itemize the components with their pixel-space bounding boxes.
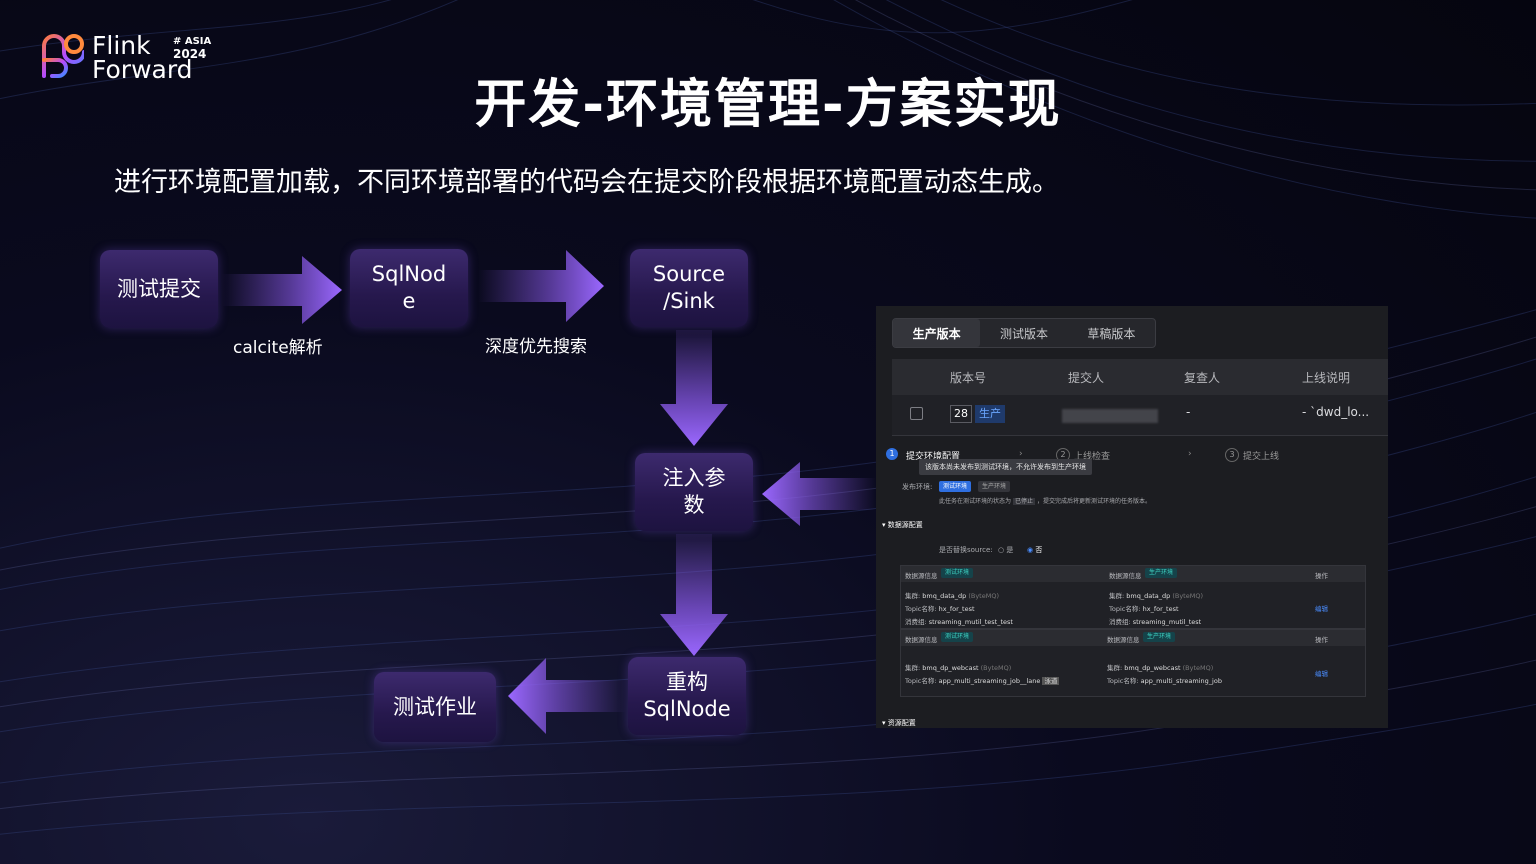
tooltip: 该版本尚未发布到测试环境，不允许发布到生产环境: [919, 459, 1092, 475]
reviewer-cell: -: [1186, 405, 1191, 419]
env-note-a: 此任务在测试环境的状态为: [939, 498, 1012, 505]
node-rebuild-sqlnode: 重构 SqlNode: [628, 657, 746, 735]
ds1-left-topic: Topic名称: hx_for_test: [905, 605, 975, 613]
row-checkbox[interactable]: [910, 407, 923, 420]
ds1-right-group: 消费组: streaming_mutil_test: [1109, 618, 1202, 626]
arrow-submit-to-sqlnode: [222, 256, 342, 324]
arrow-source-to-inject: [660, 330, 728, 446]
tab-test[interactable]: 测试版本: [999, 326, 1048, 341]
arrow-sqlnode-to-source: [478, 250, 604, 322]
node-test-job: 测试作业: [374, 672, 496, 742]
col-description: 上线说明: [1302, 371, 1351, 385]
ds2-left-cluster: 集群: bmq_dp_webcast (ByteMQ): [905, 664, 1012, 672]
chevron-right-icon: ›: [1188, 449, 1192, 459]
ds2-header-right: 数据源信息: [1107, 636, 1140, 644]
section-datasource: ▾ 数据源配置: [882, 521, 923, 529]
datasource-table-1: 数据源信息 测试环境 数据源信息 生产环境 操作 集群: bmq_data_dp…: [900, 565, 1366, 629]
section-resources: ▾ 资源配置: [882, 719, 916, 727]
env-note: 此任务在测试环境的状态为已停止，提交完成后将更新测试环境的任务版本。: [939, 496, 1151, 505]
step-1-number: 1: [886, 448, 898, 460]
arrow-inject-to-rebuild: [660, 534, 728, 656]
embedded-screenshot: 生产版本 测试版本 草稿版本 版本号 提交人 复查人 上线说明 28 生产 - …: [876, 306, 1388, 728]
ds1-right-cluster: 集群: bmq_data_dp (ByteMQ): [1109, 592, 1203, 600]
radio-yes[interactable]: ○ 是: [998, 546, 1014, 554]
table-row[interactable]: 28 生产 - - `dwd_lo...: [892, 395, 1388, 436]
edge-label-calcite: calcite解析: [233, 338, 323, 358]
env-option-prod[interactable]: 生产环境: [978, 481, 1011, 492]
test-env-tag-2: 测试环境: [941, 632, 974, 642]
flink-forward-logo: Flink Forward # ASIA 2024: [38, 30, 218, 84]
logo-year: 2024: [173, 47, 207, 61]
chevron-right-icon: ›: [1019, 449, 1023, 459]
node-inject-params: 注入参 数: [635, 453, 753, 531]
ds2-header-left: 数据源信息: [905, 636, 938, 644]
col-reviewer: 复查人: [1184, 371, 1221, 385]
datasource-table-2-header: 数据源信息 测试环境 数据源信息 生产环境 操作: [901, 630, 1365, 646]
prod-env-tag: 生产环境: [1145, 568, 1178, 578]
op-header: 操作: [1315, 572, 1328, 580]
ds2-left-topic: Topic名称: app_multi_streaming_job__lane 泳…: [905, 677, 1060, 685]
radio-yes-label: 是: [1006, 546, 1014, 554]
submitter-redacted: [1062, 409, 1158, 423]
ds1-left-group: 消费组: streaming_mutil_test_test: [905, 618, 1013, 626]
env-label: 发布环境:: [902, 483, 933, 491]
arrow-rebuild-to-job: [508, 658, 626, 734]
prod-env-tag-2: 生产环境: [1143, 632, 1176, 642]
edit-link-1[interactable]: 编辑: [1315, 605, 1328, 613]
env-status: 已停止: [1013, 498, 1036, 505]
arrow-screenshot-to-inject: [762, 462, 876, 526]
tab-draft[interactable]: 草稿版本: [1087, 326, 1136, 341]
datasource-table-1-header: 数据源信息 测试环境 数据源信息 生产环境 操作: [901, 566, 1365, 582]
env-note-b: ，提交完成后将更新测试环境的任务版本。: [1037, 498, 1152, 505]
ds1-right-topic: Topic名称: hx_for_test: [1109, 605, 1179, 613]
replace-label: 是否替换source:: [939, 546, 993, 554]
tab-production[interactable]: 生产版本: [893, 319, 981, 347]
logo-badge: # ASIA: [173, 36, 212, 47]
page-subtitle: 进行环境配置加载，不同环境部署的代码会在提交阶段根据环境配置动态生成。: [114, 167, 1059, 198]
description-cell: - `dwd_lo...: [1302, 405, 1370, 419]
ds1-left-cluster: 集群: bmq_data_dp (ByteMQ): [905, 592, 999, 600]
col-submitter: 提交人: [1068, 371, 1105, 385]
ds-header-right: 数据源信息: [1109, 572, 1142, 580]
radio-no-label: 否: [1035, 546, 1043, 554]
logo-mark-icon: [42, 34, 84, 78]
node-sqlnode: SqlNod e: [350, 249, 468, 327]
node-test-submit: 测试提交: [100, 250, 218, 328]
logo-word-flink: Flink: [92, 31, 151, 60]
logo-word-forward: Forward: [92, 55, 193, 84]
env-option-test[interactable]: 测试环境: [939, 481, 972, 492]
datasource-table-2: 数据源信息 测试环境 数据源信息 生产环境 操作 集群: bmq_dp_webc…: [900, 629, 1366, 697]
edge-label-dfs: 深度优先搜索: [485, 337, 587, 357]
ds-header-left: 数据源信息: [905, 572, 938, 580]
step-2-label: 上线检查: [1074, 452, 1111, 462]
step-3-label: 提交上线: [1243, 452, 1280, 462]
version-table-header: 版本号 提交人 复查人 上线说明: [892, 359, 1388, 395]
col-version: 版本号: [950, 371, 987, 385]
op-header-2: 操作: [1315, 636, 1328, 644]
version-tabs: 生产版本 测试版本 草稿版本: [892, 318, 1156, 348]
section-datasource-label: 数据源配置: [887, 521, 923, 529]
version-number: 28: [950, 405, 972, 423]
test-env-tag: 测试环境: [941, 568, 974, 578]
status-badge: 生产: [975, 405, 1005, 423]
submit-steps: 1 提交环境配置 › 2 上线检查 › 3 提交上线: [876, 442, 1388, 466]
edit-link-2[interactable]: 编辑: [1315, 670, 1328, 678]
radio-no[interactable]: ◉ 否: [1027, 546, 1043, 554]
ds2-right-topic: Topic名称: app_multi_streaming_job: [1107, 677, 1222, 685]
step-1-label: 提交环境配置: [906, 452, 961, 462]
step-3-number: 3: [1225, 448, 1239, 462]
page-title: 开发-环境管理-方案实现: [474, 75, 1062, 135]
node-source-sink: Source /Sink: [630, 249, 748, 327]
section-resources-label: 资源配置: [887, 719, 916, 727]
ds2-right-cluster: 集群: bmq_dp_webcast (ByteMQ): [1107, 664, 1214, 672]
